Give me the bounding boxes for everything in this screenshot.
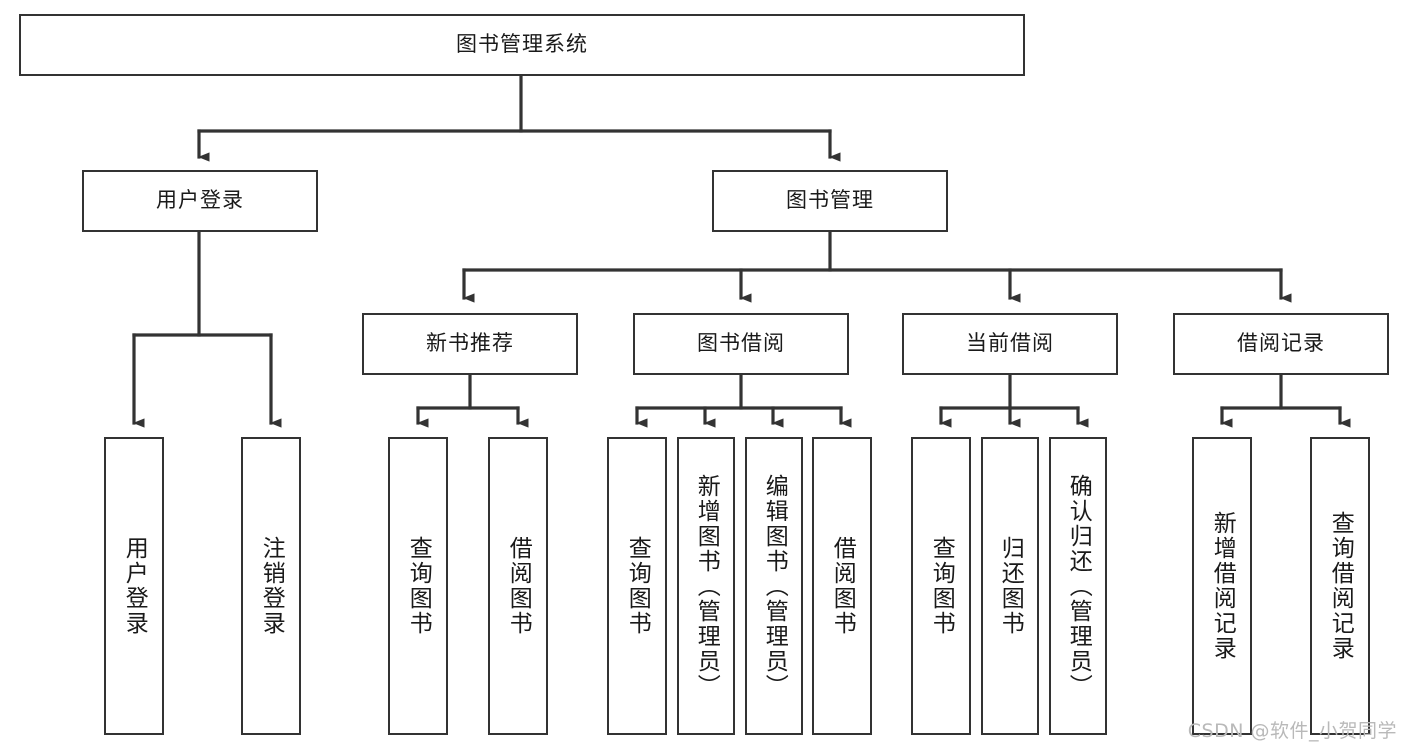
node-book-manage[interactable]: 图书管理	[712, 170, 948, 232]
node-leaf-confirm-return[interactable]: 确认归还（管理员）	[1049, 437, 1107, 735]
node-book-borrow[interactable]: 图书借阅	[633, 313, 849, 375]
node-leaf-query-book-3-label: 查询图书	[928, 536, 955, 636]
node-leaf-confirm-return-label: 确认归还（管理员）	[1065, 473, 1092, 699]
node-leaf-add-record[interactable]: 新增借阅记录	[1192, 437, 1252, 735]
node-leaf-query-book-1-label: 查询图书	[405, 536, 432, 636]
node-leaf-return-book-label: 归还图书	[997, 536, 1024, 636]
node-leaf-borrow-book-2[interactable]: 借阅图书	[812, 437, 872, 735]
node-leaf-return-book[interactable]: 归还图书	[981, 437, 1039, 735]
node-borrow-record-label: 借阅记录	[1237, 331, 1325, 356]
node-leaf-borrow-book-1-label: 借阅图书	[505, 536, 532, 636]
node-leaf-add-record-label: 新增借阅记录	[1209, 511, 1236, 661]
node-leaf-query-record-label: 查询借阅记录	[1327, 511, 1354, 661]
node-book-borrow-label: 图书借阅	[697, 331, 785, 356]
node-borrow-record[interactable]: 借阅记录	[1173, 313, 1389, 375]
node-root[interactable]: 图书管理系统	[19, 14, 1025, 76]
node-leaf-edit-book[interactable]: 编辑图书（管理员）	[745, 437, 803, 735]
node-leaf-query-record[interactable]: 查询借阅记录	[1310, 437, 1370, 735]
node-new-book-rec[interactable]: 新书推荐	[362, 313, 578, 375]
node-leaf-query-book-3[interactable]: 查询图书	[911, 437, 971, 735]
node-current-borrow[interactable]: 当前借阅	[902, 313, 1118, 375]
node-current-borrow-label: 当前借阅	[966, 331, 1054, 356]
node-leaf-user-login[interactable]: 用户登录	[104, 437, 164, 735]
node-new-book-rec-label: 新书推荐	[426, 331, 514, 356]
node-leaf-borrow-book-2-label: 借阅图书	[829, 536, 856, 636]
node-leaf-add-book[interactable]: 新增图书（管理员）	[677, 437, 735, 735]
node-leaf-edit-book-label: 编辑图书（管理员）	[761, 473, 788, 699]
node-leaf-add-book-label: 新增图书（管理员）	[693, 473, 720, 699]
node-user-login[interactable]: 用户登录	[82, 170, 318, 232]
node-user-login-label: 用户登录	[156, 188, 244, 213]
node-leaf-query-book-2[interactable]: 查询图书	[607, 437, 667, 735]
node-leaf-user-login-label: 用户登录	[121, 536, 148, 636]
node-root-label: 图书管理系统	[456, 32, 588, 57]
node-leaf-logout[interactable]: 注销登录	[241, 437, 301, 735]
watermark-text: CSDN @软件_小贺同学	[1187, 720, 1397, 742]
node-leaf-logout-label: 注销登录	[258, 536, 285, 636]
node-book-manage-label: 图书管理	[786, 188, 874, 213]
node-leaf-query-book-2-label: 查询图书	[624, 536, 651, 636]
node-leaf-borrow-book-1[interactable]: 借阅图书	[488, 437, 548, 735]
node-leaf-query-book-1[interactable]: 查询图书	[388, 437, 448, 735]
